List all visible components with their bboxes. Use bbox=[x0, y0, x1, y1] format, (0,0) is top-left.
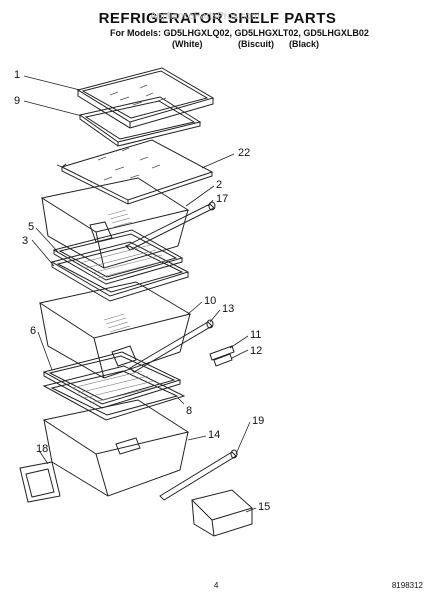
callout-9: 9 bbox=[14, 95, 20, 107]
page-title: REFRIGERATOR SHELF PARTS bbox=[98, 10, 337, 27]
grille-frame-part bbox=[42, 365, 186, 421]
callout-1: 1 bbox=[14, 69, 20, 81]
callout-11: 11 bbox=[250, 329, 261, 341]
page-number: 4 bbox=[214, 581, 219, 590]
watermark-text: AppliancePartsPros.com bbox=[150, 11, 260, 22]
bottom-slide-rail-part bbox=[159, 449, 238, 501]
callout-6: 6 bbox=[30, 325, 36, 337]
callout-12: 12 bbox=[250, 345, 262, 357]
glass-shelf-part bbox=[76, 67, 215, 129]
lower-crisper-drawer-part bbox=[38, 281, 192, 379]
callout-2: 2 bbox=[216, 179, 222, 191]
leader-lines bbox=[23, 75, 257, 513]
lower-slide-rail-part bbox=[129, 319, 214, 373]
callout-13: 13 bbox=[222, 303, 234, 315]
callout-17: 17 bbox=[216, 193, 228, 205]
callout-10: 10 bbox=[204, 295, 216, 307]
callout-18: 18 bbox=[36, 443, 48, 455]
document-number: 8198312 bbox=[391, 581, 423, 590]
upper-crisper-drawer-part bbox=[40, 177, 190, 269]
meat-drawer-part bbox=[42, 399, 190, 497]
storage-bin-part bbox=[191, 489, 253, 537]
callout-labels: 1 9 22 2 17 5 3 10 13 11 12 6 8 14 18 19… bbox=[14, 69, 270, 513]
lower-glass-shelf-part bbox=[50, 241, 190, 302]
humidity-frame-part bbox=[52, 229, 184, 285]
variant-white: (White) bbox=[172, 39, 203, 49]
variant-black: (Black) bbox=[289, 39, 320, 49]
upper-slide-rail-part bbox=[125, 201, 216, 251]
callout-19: 19 bbox=[252, 415, 264, 427]
callout-3: 3 bbox=[22, 235, 28, 247]
callout-8: 8 bbox=[186, 405, 192, 417]
callout-22: 22 bbox=[238, 147, 250, 159]
crisper-glass-shelf-part bbox=[42, 351, 182, 409]
crisper-cover-part bbox=[56, 139, 214, 205]
models-line: For Models: GD5LHGXLQ02, GD5LHGXLT02, GD… bbox=[110, 28, 369, 38]
shelf-frame-part bbox=[78, 96, 202, 147]
slide-clip-part bbox=[209, 345, 235, 367]
label-card-part bbox=[19, 461, 61, 503]
callout-14: 14 bbox=[208, 429, 220, 441]
variant-biscuit: (Biscuit) bbox=[238, 39, 274, 49]
callout-15: 15 bbox=[258, 501, 270, 513]
callout-5: 5 bbox=[28, 221, 34, 233]
